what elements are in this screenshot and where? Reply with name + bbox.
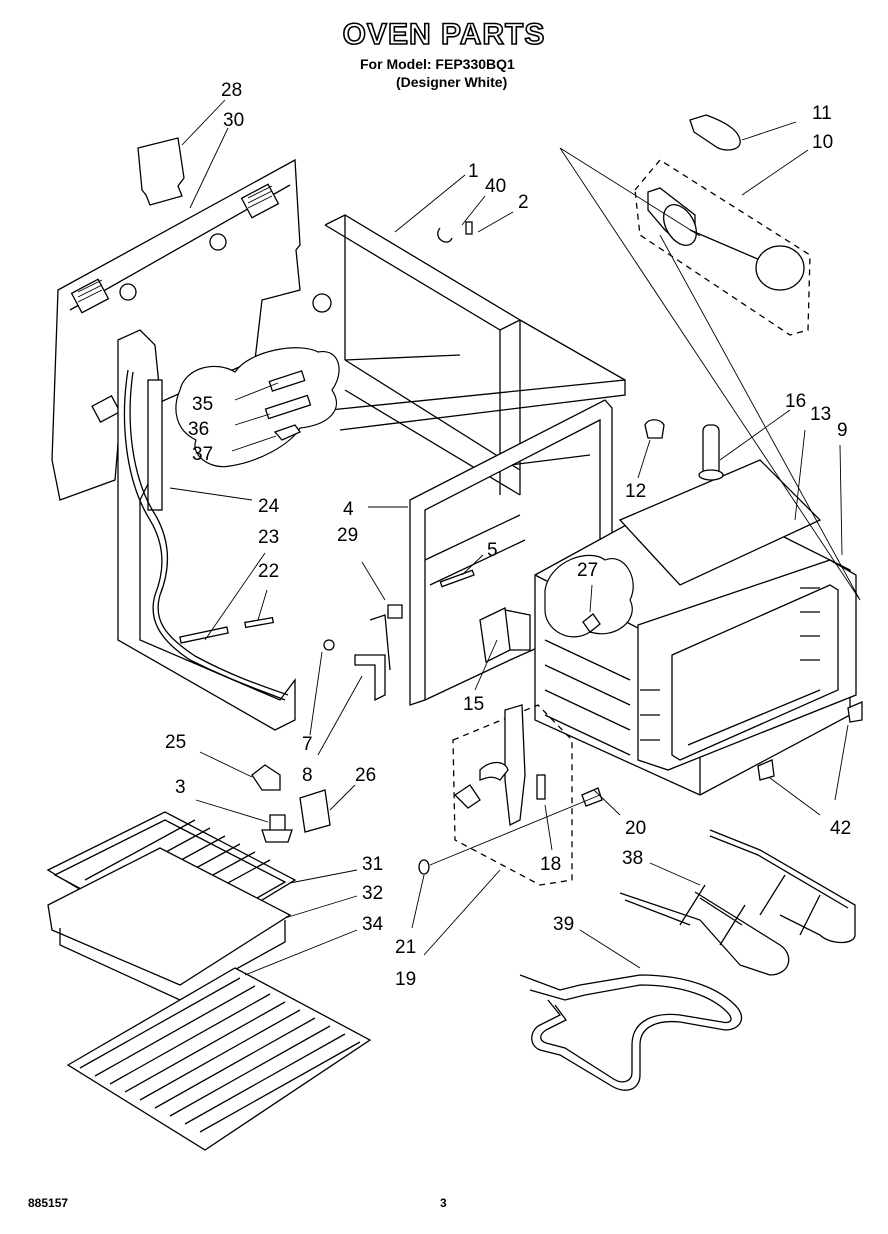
page-number: 3 (440, 1196, 447, 1210)
callout-19: 19 (395, 969, 416, 990)
bracket (479, 607, 511, 663)
model-line: For Model: FEP330BQ1 (360, 56, 515, 72)
callout-29: 29 (337, 525, 358, 546)
broiler-pan (46, 811, 297, 1001)
callout-20: 20 (625, 818, 646, 839)
callout-11: 11 (812, 103, 832, 124)
callout-39: 39 (553, 914, 574, 935)
oven-light-assembly (634, 114, 811, 336)
callout-23: 23 (258, 527, 279, 548)
callout-7: 7 (302, 734, 313, 755)
callout-37: 37 (192, 444, 213, 465)
callout-3: 3 (175, 777, 186, 798)
callout-12: 12 (625, 481, 646, 502)
side-panel (117, 329, 296, 731)
oven-rack (66, 967, 372, 1151)
callout-36: 36 (188, 419, 209, 440)
callout-5: 5 (487, 540, 498, 561)
callout-22: 22 (258, 561, 279, 582)
callout-26: 26 (355, 765, 376, 786)
callout-8: 8 (302, 765, 313, 786)
callout-15: 15 (463, 694, 484, 715)
door-latch-assembly (418, 704, 603, 886)
callout-2: 2 (518, 192, 529, 213)
callout-35: 35 (192, 394, 213, 415)
callout-38: 38 (622, 848, 643, 869)
callout-30: 30 (223, 110, 244, 131)
callout-10: 10 (812, 132, 833, 153)
callout-25: 25 (165, 732, 186, 753)
callout-31: 31 (362, 854, 383, 875)
callout-16: 16 (785, 391, 806, 412)
broil-element (519, 974, 743, 1091)
callout-42: 42 (830, 818, 851, 839)
insulation-piece (137, 137, 185, 206)
oven-frame (324, 214, 626, 496)
callout-40: 40 (485, 176, 506, 197)
callout-34: 34 (362, 914, 384, 935)
callout-1: 1 (468, 161, 479, 182)
page-title: OVEN PARTS (342, 17, 546, 52)
callout-4: 4 (343, 499, 354, 520)
insulation-detail (175, 347, 340, 468)
callout-28: 28 (221, 80, 242, 101)
callout-labels: 28 30 1 40 2 11 10 35 36 37 24 16 13 9 1… (165, 80, 851, 990)
callout-27: 27 (577, 560, 598, 581)
oven-cavity (534, 459, 857, 796)
leader-lines (169, 99, 861, 976)
bake-element (619, 829, 856, 976)
callout-13: 13 (810, 404, 831, 425)
document-number: 885157 (28, 1196, 69, 1210)
callout-9: 9 (837, 420, 848, 441)
callout-21: 21 (395, 937, 416, 958)
callout-18: 18 (540, 854, 561, 875)
color-line: (Designer White) (396, 74, 508, 90)
callout-24: 24 (258, 496, 280, 517)
front-frame (409, 399, 613, 706)
back-panel (51, 158, 332, 501)
callout-32: 32 (362, 883, 383, 904)
hinge (354, 654, 386, 702)
